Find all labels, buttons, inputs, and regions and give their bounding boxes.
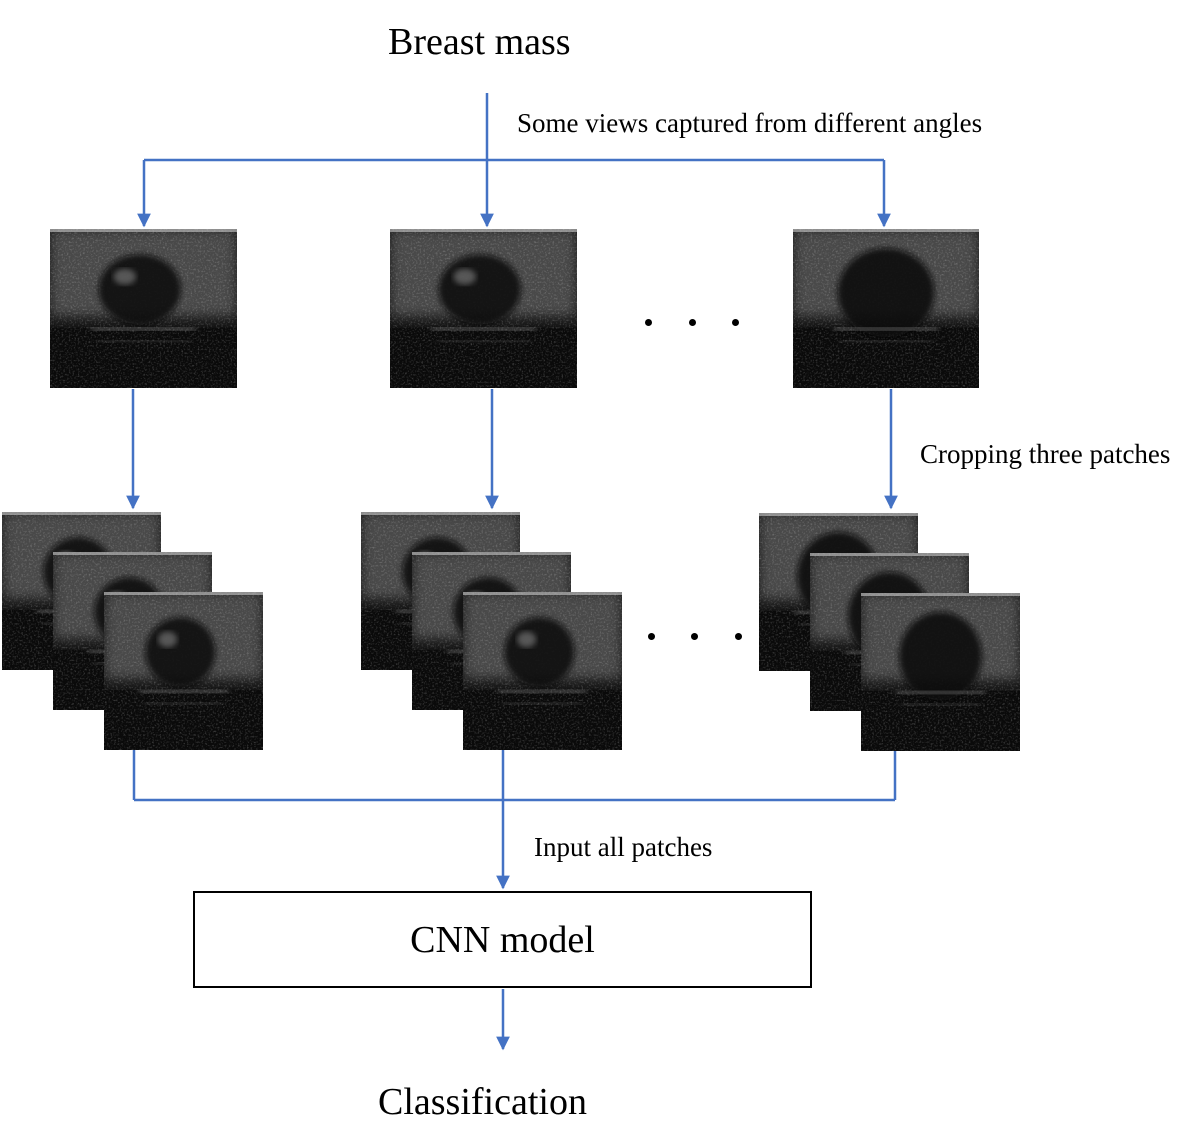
ultrasound-view-n [793, 229, 979, 388]
views-note: Some views captured from different angle… [517, 108, 983, 138]
connector-lines [126, 93, 898, 1051]
input-note: Input all patches [534, 832, 713, 862]
ellipsis-dot [689, 319, 696, 326]
ultrasound-view-1 [50, 229, 237, 388]
ellipsis-dot [735, 633, 742, 640]
ellipsis-dot [732, 319, 739, 326]
ultrasound-images [2, 229, 1020, 751]
ellipsis-dot [645, 319, 652, 326]
cnn-model-box: CNN model [193, 891, 812, 988]
patch-stack-1-patch-3 [104, 592, 263, 750]
ellipsis-dot [648, 633, 655, 640]
crop-note: Cropping three patches [920, 439, 1171, 469]
ultrasound-view-2 [390, 229, 577, 388]
title-breast-mass: Breast mass [388, 21, 571, 63]
patch-stack-2-patch-3 [463, 592, 622, 750]
patch-stack-n-patch-3 [861, 593, 1020, 751]
classification-label: Classification [378, 1081, 587, 1123]
cnn-model-label: CNN model [410, 918, 595, 961]
ellipsis-dot [691, 633, 698, 640]
